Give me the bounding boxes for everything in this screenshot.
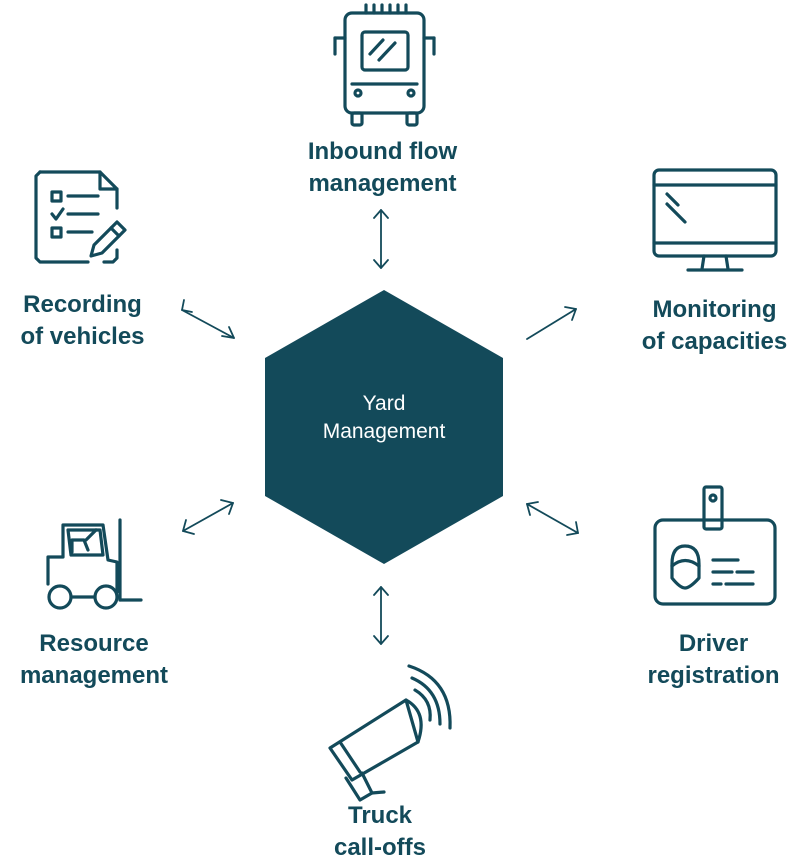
arrow-recording [181,299,235,339]
monitoring-line2: of capacities [641,328,788,355]
inbound-line1: Inbound flow [307,138,458,165]
center-line1: Yard [362,392,406,415]
resource-line1: Resource [39,630,149,657]
resource-label: Resource management [0,628,188,692]
center-line2: Management [322,420,446,443]
driver-label: Driver registration [628,628,799,692]
arrow-driver [526,501,579,536]
monitoring-line1: Monitoring [652,296,777,323]
forklift-icon [46,518,143,610]
monitor-icon [652,168,778,272]
document-pencil-icon [34,170,127,264]
megaphone-icon [328,664,452,802]
resource-line2: management [19,662,169,689]
truck-calloffs-label: Truck call-offs [300,800,460,864]
driver-line1: Driver [678,630,749,657]
arrow-inbound [373,209,389,269]
truck-icon [333,3,436,127]
inbound-flow-label: Inbound flow management [270,136,495,200]
recording-label: Recording of vehicles [0,289,165,353]
arrow-resource [182,499,234,535]
recording-line2: of vehicles [20,323,145,350]
truck-line2: call-offs [333,834,426,861]
arrow-truck [373,586,389,645]
arrow-monitoring [526,306,577,340]
truck-line1: Truck [347,802,413,829]
recording-line1: Recording [23,291,142,318]
yard-management-label: Yard Management [265,390,503,446]
inbound-line2: management [308,170,457,197]
monitoring-label: Monitoring of capacities [630,294,799,358]
id-badge-icon [653,485,777,606]
yard-management-hexagon [265,290,503,564]
driver-line2: registration [647,662,780,689]
